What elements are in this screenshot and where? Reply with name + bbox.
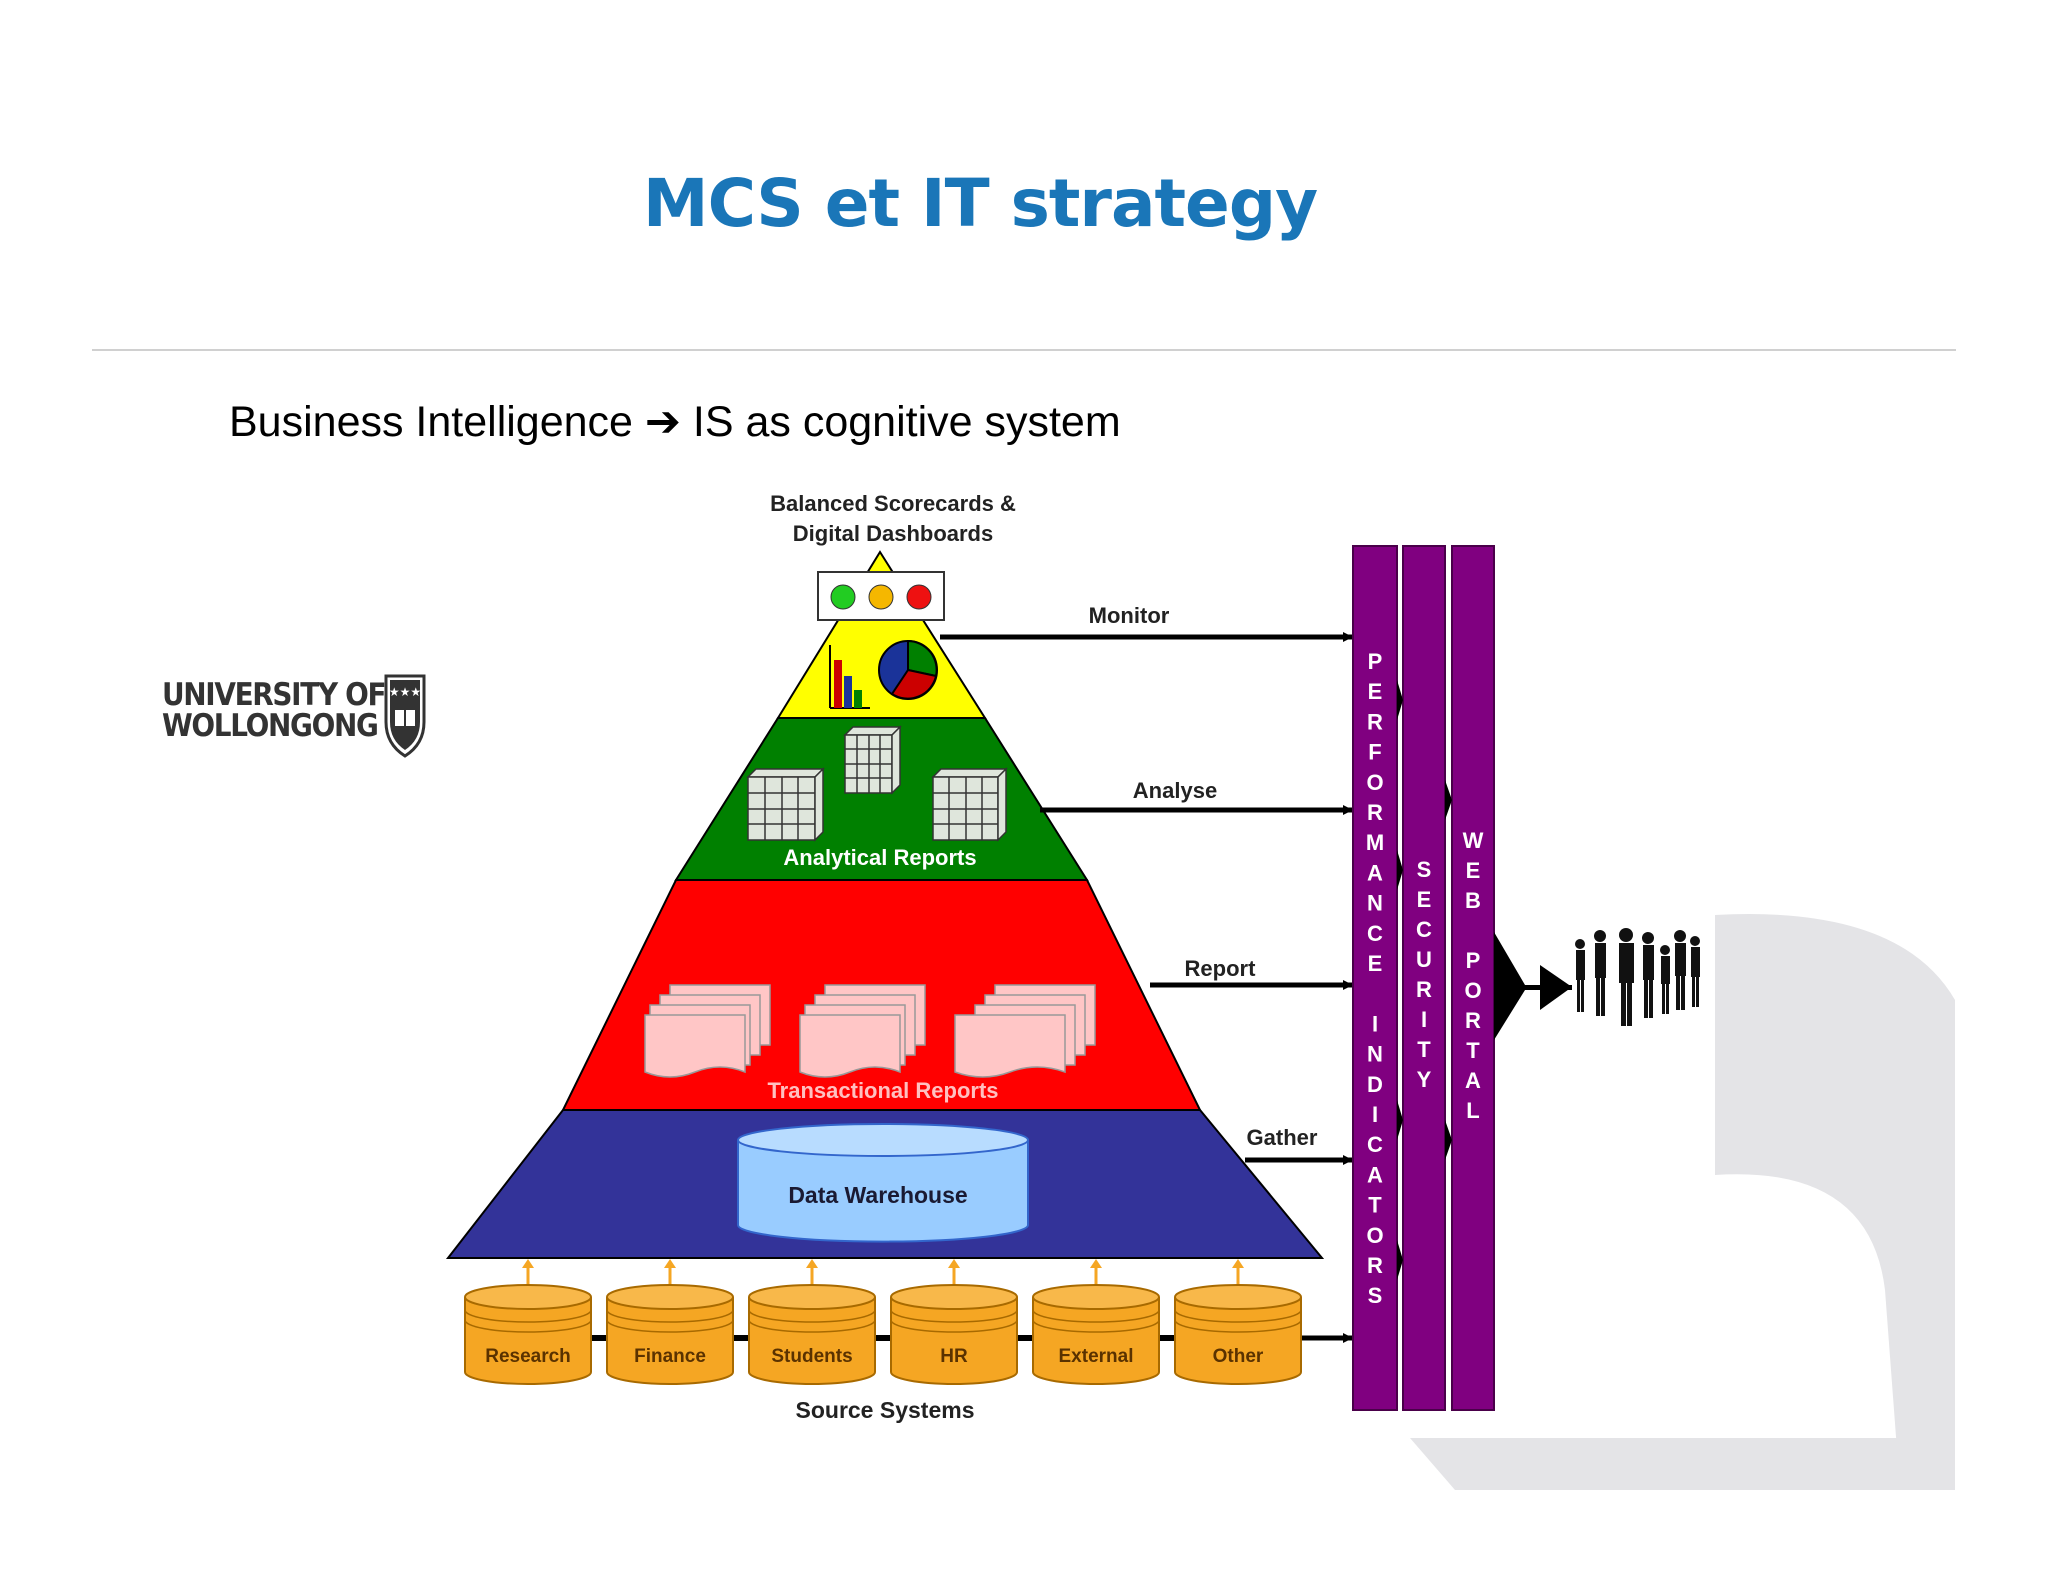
bar-letter: C	[1367, 921, 1383, 946]
scorecards-label-line-1: Balanced Scorecards &	[770, 491, 1016, 516]
data-warehouse-label: Data Warehouse	[788, 1182, 967, 1208]
bar-letter: R	[1465, 1008, 1481, 1033]
source-systems: Research Finance Students HR External Other	[464, 1259, 1302, 1385]
bar-letter: R	[1416, 977, 1432, 1002]
bar-letter: E	[1368, 951, 1383, 976]
scorecards-label-line-2: Digital Dashboards	[793, 521, 993, 546]
slide-title: MCS et IT strategy	[642, 165, 1318, 242]
bar-letter: S	[1417, 857, 1432, 882]
portal-arrowhead	[1540, 965, 1572, 1010]
bar-letter: M	[1366, 830, 1384, 855]
bar-chart-icon	[829, 645, 870, 709]
source-systems-label: Source Systems	[796, 1397, 975, 1423]
bar-letter: T	[1417, 1037, 1431, 1062]
bar-letter: F	[1368, 740, 1381, 765]
analytical-reports-label: Analytical Reports	[783, 845, 976, 870]
bar-letter: E	[1466, 858, 1481, 883]
source-label: Research	[485, 1346, 571, 1367]
svg-text:★★★: ★★★	[389, 685, 421, 699]
bar-letter: N	[1367, 1042, 1383, 1067]
bar-letter: O	[1366, 1223, 1383, 1248]
source-label: HR	[940, 1346, 968, 1367]
bar-letter: N	[1367, 891, 1383, 916]
source-other-cylinder: Other	[1174, 1259, 1302, 1385]
bar-letter: O	[1366, 770, 1383, 795]
bar-letter: O	[1464, 978, 1481, 1003]
report-label: Report	[1185, 956, 1257, 981]
bar-letter: R	[1367, 709, 1383, 734]
source-label: Students	[771, 1346, 852, 1367]
bar-letter: R	[1367, 1253, 1383, 1278]
bar-letter: E	[1368, 679, 1383, 704]
bar-letter: A	[1465, 1068, 1481, 1093]
title-divider	[92, 349, 1956, 351]
bar-letter: L	[1466, 1098, 1479, 1123]
logo-wordmark: UNIVERSITY OF WOLLONGONG	[162, 677, 387, 744]
cube-icon-top	[843, 725, 902, 795]
source-research-cylinder: Research	[464, 1259, 592, 1385]
document-stack-icon-middle	[799, 984, 926, 1078]
bar-letter: C	[1367, 1132, 1383, 1157]
bar-letter: A	[1367, 860, 1383, 885]
source-label: External	[1059, 1346, 1134, 1367]
shield-icon: ★★★	[384, 674, 426, 758]
bar-letter: D	[1367, 1072, 1383, 1097]
bar-letter: S	[1368, 1283, 1383, 1308]
bar-letter: E	[1417, 887, 1432, 912]
bar-letter: C	[1416, 917, 1432, 942]
cube-icon-right	[931, 767, 1008, 842]
analyse-label: Analyse	[1133, 778, 1217, 803]
bar-letter: A	[1367, 1162, 1383, 1187]
web-portal-bar	[1451, 545, 1495, 1411]
document-stack-icon-right	[954, 984, 1096, 1078]
bar-letter: T	[1466, 1038, 1480, 1063]
people-icon	[1575, 928, 1700, 1026]
bar-letter: I	[1421, 1007, 1427, 1032]
source-external-cylinder: External	[1032, 1259, 1160, 1385]
source-label: Other	[1213, 1346, 1264, 1367]
logo-line-1: UNIVERSITY OF	[162, 677, 387, 713]
bar-connectors	[1397, 680, 1452, 1280]
bar-letter: P	[1368, 649, 1383, 674]
source-label: Finance	[634, 1346, 706, 1367]
source-finance-cylinder: Finance	[606, 1259, 734, 1385]
bar-letter: Y	[1417, 1067, 1432, 1092]
bar-letter: B	[1465, 888, 1481, 913]
bar-letter: I	[1372, 1102, 1378, 1127]
logo-line-2: WOLLONGONG	[162, 708, 379, 744]
document-stack-icon-left	[644, 984, 771, 1078]
bar-letter: P	[1466, 948, 1481, 973]
portal-arrow	[1494, 932, 1572, 1040]
bar-letter: I	[1372, 1011, 1378, 1036]
performance-indicators-bar	[1352, 545, 1398, 1411]
bar-letter: T	[1368, 1193, 1382, 1218]
source-hr-cylinder: HR	[890, 1259, 1018, 1385]
monitor-label: Monitor	[1089, 603, 1170, 628]
security-bar	[1402, 545, 1446, 1411]
bar-letter: U	[1416, 947, 1432, 972]
transactional-reports-label: Transactional Reports	[767, 1078, 998, 1103]
data-warehouse-cylinder	[737, 1123, 1029, 1243]
slide-subtitle: Business Intelligence ➔ IS as cognitive …	[229, 398, 1121, 446]
gather-label: Gather	[1247, 1125, 1318, 1150]
bar-letter: W	[1463, 828, 1484, 853]
cube-icon-left	[746, 767, 825, 842]
bar-letter: R	[1367, 800, 1383, 825]
pie-chart-icon	[878, 639, 938, 700]
traffic-light-icon	[817, 571, 945, 621]
source-students-cylinder: Students	[748, 1259, 876, 1385]
